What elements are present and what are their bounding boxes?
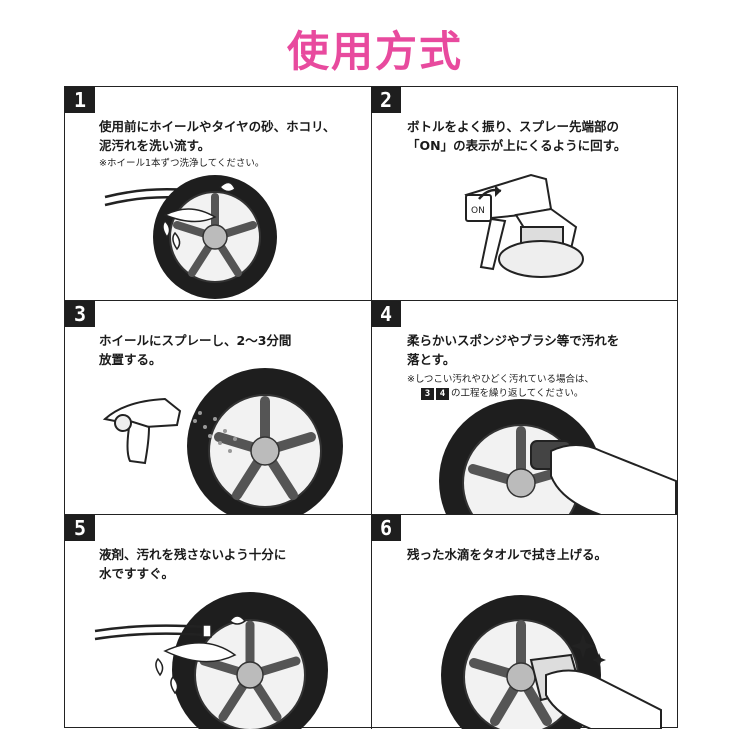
step-3-illustration <box>102 368 343 514</box>
step-1-number: 1 <box>65 87 95 113</box>
sparkle-icon <box>570 633 606 667</box>
step-4-text: 柔らかいスポンジやブラシ等で汚れを 落とす。 <box>407 333 620 367</box>
step-2: ON 2 ボトルをよく振り、スプレー先端部の 「ON」の表示が上にくるように回す… <box>371 87 678 301</box>
step-5-number: 5 <box>65 515 95 541</box>
water-splash-icon <box>155 615 247 695</box>
step-1-text: 使用前にホイールやタイヤの砂、ホコリ、 泥汚れを洗い流す。 <box>99 119 336 153</box>
step-6-text: 残った水滴をタオルで拭き上げる。 <box>407 547 608 562</box>
spray-bottle-icon <box>102 397 182 465</box>
step-4-note2: の工程を繰り返してください。 <box>451 388 584 399</box>
tire-icon <box>153 175 277 299</box>
step-6: 6 残った水滴をタオルで拭き上げる。 <box>371 515 678 729</box>
step-1-note: ※ホイール1本ずつ洗浄してください。 <box>99 158 265 169</box>
step-5-text: 液剤、汚れを残さないよう十分に 水ですすぐ。 <box>99 547 287 581</box>
step-1: 1 使用前にホイールやタイヤの砂、ホコリ、 泥汚れを洗い流す。 ※ホイール1本ず… <box>65 87 372 301</box>
step-2-illustration: ON <box>464 173 584 278</box>
step-3: 3 ホイールにスプレーし、2～3分間 放置する。 <box>65 301 372 515</box>
hose-icon <box>94 624 212 641</box>
page-title: 使用方式 <box>286 27 463 76</box>
step-3-text: ホイールにスプレーし、2～3分間 放置する。 <box>99 333 292 367</box>
step-1-illustration <box>104 175 277 299</box>
water-splash-icon <box>162 181 236 251</box>
step-2-text: ボトルをよく振り、スプレー先端部の 「ON」の表示が上にくるように回す。 <box>407 119 627 153</box>
step-3-number: 3 <box>65 301 95 327</box>
step-4-note: ※しつこい汚れやひどく汚れている場合は、 <box>407 374 595 385</box>
step-2-number: 2 <box>371 87 401 113</box>
step-4-illustration <box>439 399 677 514</box>
step-6-number: 6 <box>371 515 401 541</box>
step-5-illustration <box>94 592 328 729</box>
step-6-illustration <box>441 595 662 729</box>
spray-bottle-icon: ON <box>464 173 584 278</box>
step-ref-4: 4 <box>436 387 449 400</box>
tire-icon <box>187 368 343 514</box>
step-5: 5 液剤、汚れを残さないよう十分に 水ですすぐ。 <box>65 515 372 729</box>
instructions-grid: 1 使用前にホイールやタイヤの砂、ホコリ、 泥汚れを洗い流す。 ※ホイール1本ず… <box>64 86 678 729</box>
spray-mist-icon <box>193 411 237 453</box>
step-4: 4 柔らかいスポンジやブラシ等で汚れを 落とす。 ※しつこい汚れやひどく汚れてい… <box>371 301 678 515</box>
hand-towel-icon <box>529 653 662 729</box>
step-ref-3: 3 <box>421 387 434 400</box>
svg-text:ON: ON <box>471 206 485 216</box>
step-4-number: 4 <box>371 301 401 327</box>
hand-sponge-icon <box>530 440 677 514</box>
